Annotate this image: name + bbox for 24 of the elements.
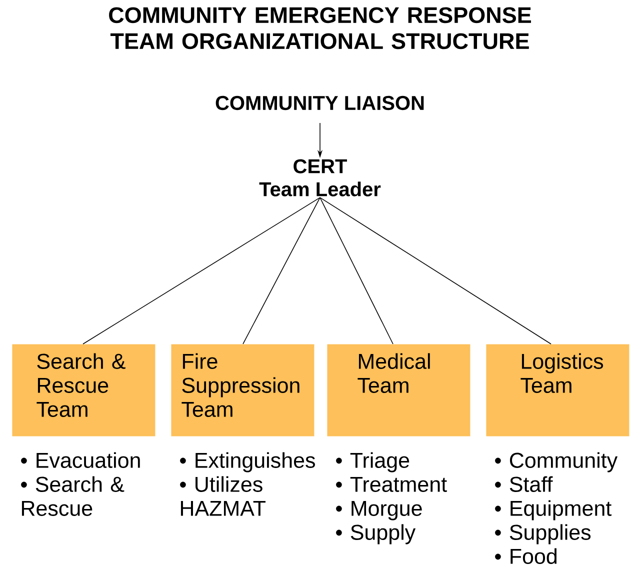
team-box: Fire Suppression Team bbox=[171, 344, 314, 436]
bullet-list: • Extinguishes • Utilizes HAZMAT bbox=[180, 452, 315, 516]
team-box: Logistics Team bbox=[486, 344, 630, 436]
text-label: CERT Team Leader bbox=[259, 159, 381, 196]
connector-line bbox=[320, 197, 394, 344]
node-label: • Staff bbox=[495, 476, 553, 492]
node-label: • Morgue bbox=[336, 500, 422, 520]
node-label: • Supplies bbox=[495, 524, 591, 544]
bullet-list: • Community • Staff • Equipment • Supplies • Food bbox=[495, 452, 618, 564]
node-label: • Treatment bbox=[336, 476, 447, 492]
bullet-list: • Triage • Treatment • Morgue • Supply bbox=[336, 452, 447, 544]
connector-line bbox=[320, 197, 552, 344]
node-label: • Triage bbox=[336, 452, 410, 472]
text-label: COMMUNITY LIAISON bbox=[216, 96, 424, 110]
node-label: • Community bbox=[495, 452, 618, 472]
connector-line bbox=[82, 197, 320, 344]
title: COMMUNITY EMERGENCY RESPONSE TEAM ORGANIZATIONAL STRUCTURE bbox=[109, 7, 531, 50]
node-label: • Food bbox=[495, 548, 557, 564]
node-label: • Supply bbox=[336, 524, 416, 544]
bullet-list: • Evacuation • Search & Rescue bbox=[21, 452, 140, 516]
node-label: • Equipment bbox=[495, 500, 612, 520]
team-box: Medical Team bbox=[327, 344, 470, 436]
connector-line bbox=[242, 197, 320, 344]
team-box: Search & Rescue Team bbox=[12, 344, 156, 436]
